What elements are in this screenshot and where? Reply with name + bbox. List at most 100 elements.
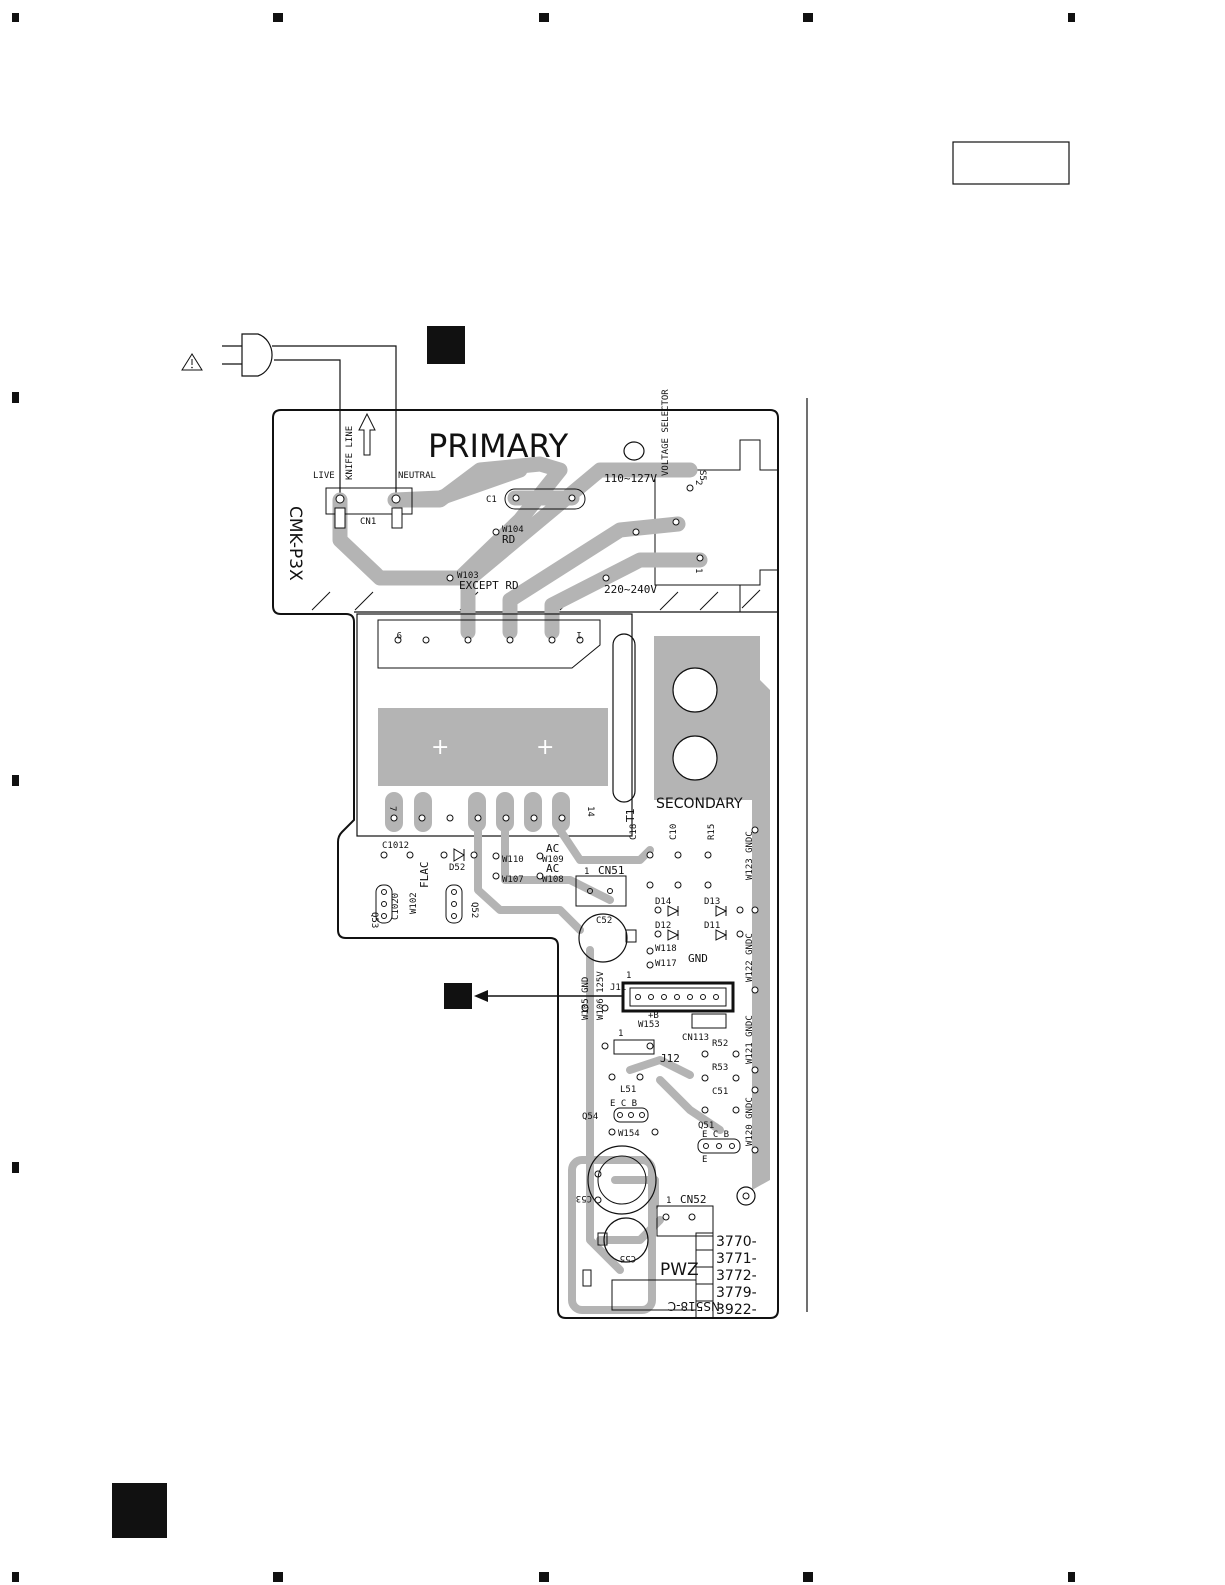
mounting-hole-small-inner <box>742 1192 750 1200</box>
connector-cn113 <box>691 1013 727 1029</box>
label-c52: C52 <box>596 916 612 926</box>
label-plus-1: + <box>431 735 449 760</box>
label-w102: W102 <box>409 892 419 914</box>
edge-hatch-marks <box>311 589 761 611</box>
registration-mark-icon <box>12 392 19 403</box>
label-rd: RD <box>502 533 515 546</box>
label-cn52-pin: 1 <box>666 1196 671 1206</box>
transistor-q54 <box>613 1107 649 1123</box>
label-cn51-pin: 1 <box>584 867 589 877</box>
label-cn51: CN51 <box>598 864 625 877</box>
label-c10: C10 <box>669 824 679 840</box>
label-j11-pin: 1 <box>626 971 631 981</box>
page-number-block <box>112 1483 167 1538</box>
label-r53: R53 <box>712 1063 728 1073</box>
registration-mark-icon <box>539 1572 549 1582</box>
label-w104: W104 <box>502 525 524 535</box>
connector-arrow <box>474 990 623 1002</box>
label-b-plus: +B <box>648 1011 659 1021</box>
component-pads <box>335 484 759 1221</box>
label-s5-pin1: 1 <box>693 568 703 573</box>
label-flac: FLAC <box>418 862 431 889</box>
registration-mark-icon <box>539 13 549 22</box>
primary-copper-traces <box>332 456 708 640</box>
section-marker-connector <box>444 983 472 1009</box>
connector-cn1-pin1 <box>334 507 346 529</box>
capacitor-c52 <box>578 913 628 963</box>
label-gnd: GND <box>688 952 708 965</box>
registration-mark-icon <box>803 1572 813 1582</box>
label-q52: Q52 <box>469 902 479 918</box>
label-pin7: 7 <box>387 806 397 811</box>
transformer-pin-frame <box>377 619 601 669</box>
label-w154: W154 <box>618 1129 640 1139</box>
label-neutral: NEUTRAL <box>398 471 436 481</box>
label-q51-ecb: E C B <box>702 1130 729 1140</box>
label-d13: D13 <box>704 897 720 907</box>
label-cn52: CN52 <box>680 1193 707 1206</box>
transformer-body <box>356 613 633 837</box>
code-3922: 3922- <box>716 1302 757 1318</box>
registration-mark-icon <box>273 1572 283 1582</box>
label-s5-pin2: 2 <box>693 480 703 485</box>
label-except-rd: EXCEPT RD <box>459 579 519 592</box>
label-pin14: 14 <box>585 806 595 817</box>
label-c53: C53 <box>576 1193 592 1203</box>
registration-marks <box>12 13 1075 1582</box>
label-c55: C55 <box>620 1253 636 1263</box>
warning-triangle-icon <box>181 353 203 371</box>
label-q53: Q53 <box>369 912 379 928</box>
registration-mark-icon <box>1068 13 1075 22</box>
capacitor-c55 <box>603 1217 649 1263</box>
label-d11: D11 <box>704 921 720 931</box>
connector-j12 <box>613 1039 655 1055</box>
label-w123: W123 GNDC <box>745 831 755 880</box>
label-voltage-selector: VOLTAGE SELECTOR <box>661 389 671 476</box>
transistor-q51 <box>697 1138 741 1154</box>
secondary-title: SECONDARY <box>656 796 743 812</box>
label-w108: W108 <box>542 875 564 885</box>
power-plug-icon <box>222 333 273 377</box>
label-d52: D52 <box>449 863 465 873</box>
primary-title: PRIMARY <box>428 427 569 465</box>
label-w109: W109 <box>542 855 564 865</box>
label-knife-line: KNIFE LINE <box>345 426 355 480</box>
up-arrow-icon <box>358 412 376 456</box>
transistor-q53 <box>375 884 393 924</box>
label-r52: R52 <box>712 1039 728 1049</box>
label-j11: J11 <box>610 983 626 993</box>
connector-j11-inner <box>629 987 727 1007</box>
label-w103: W103 <box>457 571 479 581</box>
section-marker-top <box>427 326 465 364</box>
mounting-hole <box>672 735 718 781</box>
connector-j11 <box>621 981 735 1013</box>
label-110v: 110~127V <box>604 472 657 485</box>
label-cn113: CN113 <box>682 1033 709 1043</box>
label-220v: 220~240V <box>604 583 657 596</box>
code-3772: 3772- <box>716 1268 757 1284</box>
connector-cn1-pin2 <box>391 507 403 529</box>
capacitor-c55-tab <box>597 1232 608 1246</box>
label-w105: W105 GND <box>581 977 591 1020</box>
label-w106: W106 125V <box>596 971 606 1020</box>
secondary-copper-traces <box>474 826 724 1274</box>
registration-mark-icon <box>12 1572 19 1582</box>
transformer-label: T1 <box>624 808 637 823</box>
power-cord <box>272 345 397 498</box>
capacitor-c53-inner <box>597 1155 647 1205</box>
code-table <box>695 1232 714 1319</box>
label-w120: W120 GNDC <box>745 1097 755 1146</box>
transistor-q52 <box>445 884 463 924</box>
label-c1: C1 <box>486 495 497 505</box>
label-l51: L51 <box>620 1085 636 1095</box>
capacitor-c52-tab <box>625 929 637 943</box>
label-d12: D12 <box>655 921 671 931</box>
label-d14: D14 <box>655 897 671 907</box>
label-cn1: CN1 <box>360 517 376 527</box>
registration-mark-icon <box>803 13 813 22</box>
board-id: CMK-P3X <box>285 506 305 581</box>
connector-cn52 <box>656 1205 714 1237</box>
label-live: LIVE <box>313 471 335 481</box>
label-j12-pin: 1 <box>618 1029 623 1039</box>
